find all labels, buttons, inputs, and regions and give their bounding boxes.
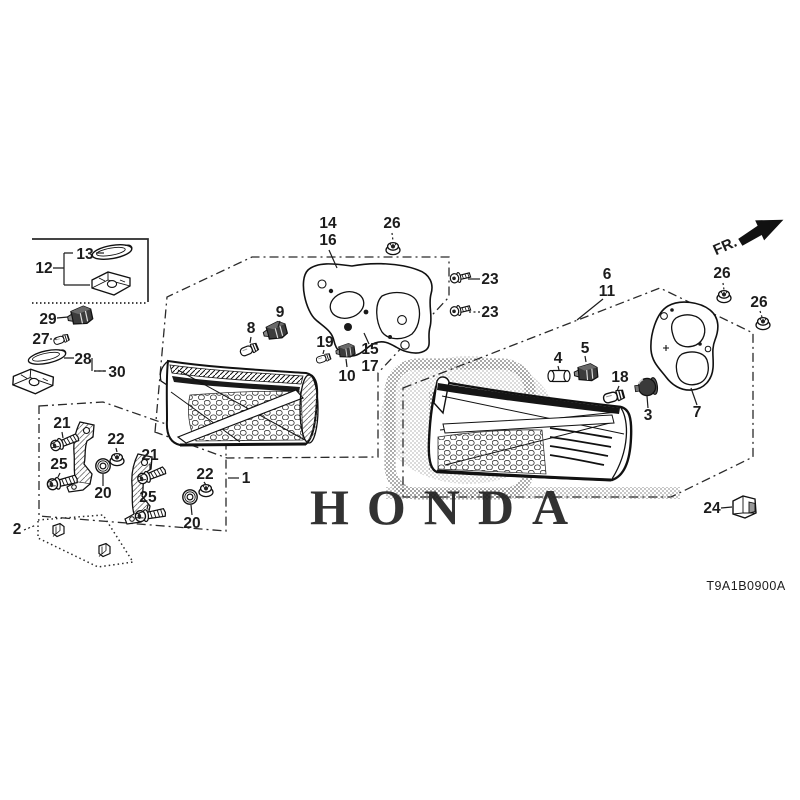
callout-5: 5 xyxy=(581,340,590,357)
callout-14: 14 xyxy=(319,215,337,232)
clip-24 xyxy=(732,495,757,519)
clip-parts xyxy=(52,495,757,558)
nut-26-mid xyxy=(716,289,732,304)
bulb-4 xyxy=(547,369,571,383)
nut-26-right xyxy=(755,316,771,331)
callout-26-right: 26 xyxy=(750,294,768,311)
outer-gasket-drawing xyxy=(650,301,719,391)
license-lens-28 xyxy=(26,346,68,368)
inner-taillight-region-outline xyxy=(154,256,450,459)
fr-label: FR. xyxy=(711,234,740,259)
inner-gasket-drawing xyxy=(302,262,433,357)
callout-25-right: 25 xyxy=(139,489,157,506)
callout-27: 27 xyxy=(32,331,49,348)
callout-19: 19 xyxy=(316,334,334,351)
honda-text-watermark: HONDA xyxy=(310,479,586,535)
callout-21-right: 21 xyxy=(141,447,159,464)
clip-region-outline xyxy=(37,514,135,568)
license-lens-13 xyxy=(90,241,134,263)
callout-18: 18 xyxy=(611,369,629,386)
callout-25-left: 25 xyxy=(50,456,68,473)
diagram-code: T9A1B0900A xyxy=(706,579,786,593)
callout-23-a: 23 xyxy=(481,271,499,288)
license-light-box-solid-edge xyxy=(32,238,149,302)
bulb-18 xyxy=(601,388,626,406)
nut-26-top xyxy=(385,241,401,256)
fr-direction-marker: FR. xyxy=(711,219,784,259)
group-boundaries xyxy=(32,238,754,568)
leader-lines xyxy=(23,232,763,531)
callout-16: 16 xyxy=(319,232,337,249)
license-housing-12 xyxy=(91,271,131,296)
callout-13: 13 xyxy=(76,246,94,263)
callout-22-right: 22 xyxy=(196,466,213,483)
callout-3: 3 xyxy=(644,407,653,424)
socket-29 xyxy=(65,304,95,328)
callout-21-left: 21 xyxy=(53,415,71,432)
callout-7: 7 xyxy=(693,404,702,421)
callout-15: 15 xyxy=(361,341,379,358)
callout-12: 12 xyxy=(35,260,52,277)
outer-taillight-drawing xyxy=(427,376,633,482)
callout-28: 28 xyxy=(74,351,92,368)
callout-26-top: 26 xyxy=(383,215,401,232)
callout-30: 30 xyxy=(108,364,125,381)
callout-1: 1 xyxy=(242,470,251,487)
bulb-socket-parts xyxy=(238,319,659,406)
callout-2: 2 xyxy=(13,521,22,538)
socket-3 xyxy=(634,377,659,397)
callout-11: 11 xyxy=(599,283,616,300)
callout-26-mid: 26 xyxy=(713,265,731,282)
nut-22-right xyxy=(198,483,214,498)
washer-20-right xyxy=(182,489,198,505)
callout-23-b: 23 xyxy=(481,304,499,321)
callout-20-left: 20 xyxy=(94,485,111,502)
callout-22-left: 22 xyxy=(107,431,124,448)
bolt-23-a xyxy=(448,269,472,285)
license-housing-30 xyxy=(11,367,55,396)
callout-6: 6 xyxy=(603,266,612,283)
callout-10: 10 xyxy=(338,368,355,385)
bolt-23-b xyxy=(448,302,472,318)
washer-20-left xyxy=(95,458,111,474)
bulb-8 xyxy=(238,341,260,358)
inner-taillight-drawing xyxy=(159,359,319,447)
callout-24: 24 xyxy=(703,500,721,517)
nut-22-left xyxy=(109,452,125,467)
bulb-19 xyxy=(315,352,332,365)
outer-taillight-region-outline xyxy=(402,287,754,498)
callout-20-right: 20 xyxy=(183,515,200,532)
socket-5 xyxy=(572,362,599,383)
fr-arrow-icon xyxy=(738,219,784,246)
callout-8: 8 xyxy=(247,320,256,337)
callout-29: 29 xyxy=(39,311,57,328)
callout-4: 4 xyxy=(554,350,563,367)
callout-17: 17 xyxy=(361,358,378,375)
callout-labels: 14 16 26 23 23 6 11 26 26 12 13 29 27 28… xyxy=(13,215,768,538)
callout-9: 9 xyxy=(276,304,285,321)
socket-9 xyxy=(260,319,289,343)
